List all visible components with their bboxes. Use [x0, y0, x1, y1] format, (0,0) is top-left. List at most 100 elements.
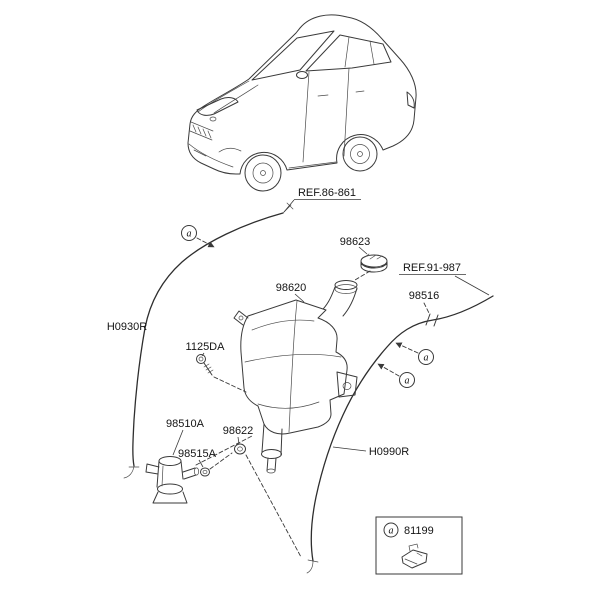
pump-detail — [161, 465, 164, 487]
leader-98620 — [294, 293, 305, 303]
brand-badge — [209, 116, 217, 122]
marker-circle-icon — [418, 349, 434, 365]
dash-cap-to-neck — [354, 270, 371, 281]
car-illustration — [187, 14, 417, 192]
pump-housing-bottom — [261, 449, 282, 459]
reservoir-cap-drawing — [360, 253, 388, 273]
marker-circle-icon — [399, 372, 415, 388]
legend-marker-letter: a — [389, 526, 394, 537]
washer-pump-drawing — [145, 456, 200, 504]
cap-rim — [360, 261, 388, 273]
leader-h0990r — [332, 446, 367, 452]
pump-base-ring — [157, 483, 183, 495]
marker-letter: a — [424, 353, 429, 364]
label-98622: 98622 — [223, 425, 254, 437]
far-wheel-hint — [218, 147, 242, 153]
bumper-crease — [188, 143, 234, 168]
pump-base — [152, 491, 188, 504]
windshield — [251, 30, 335, 81]
reservoir-tab — [233, 310, 249, 326]
label-98623: 98623 — [340, 236, 371, 248]
hood-crease — [213, 84, 259, 114]
legend-box: a 81199 — [375, 516, 463, 575]
pump-outlet-tip — [266, 468, 276, 474]
dash-axis-long — [245, 454, 302, 558]
callout-marker-a-1: a — [181, 225, 197, 241]
label-98516: 98516 — [409, 290, 440, 302]
label-1125da: 1125DA — [186, 341, 226, 353]
side-windows — [305, 34, 392, 72]
dash-98516-leader — [423, 302, 430, 314]
seal-inner — [202, 469, 208, 475]
dash-marker-a-left — [196, 237, 215, 248]
car-body-outline — [187, 14, 417, 175]
cap-top — [360, 254, 388, 268]
label-ref-91-987[interactable]: REF.91-987 — [403, 262, 461, 274]
leader-ref-91 — [454, 275, 490, 296]
bolt-threads — [203, 363, 214, 374]
leader-98622 — [237, 436, 240, 445]
headlight — [196, 97, 239, 116]
grommet-98622-drawing — [234, 443, 246, 455]
washer-hoses — [123, 202, 494, 574]
bolt-head-inner — [198, 356, 204, 362]
leader-98510a — [172, 429, 184, 456]
washer-reservoir-drawing — [233, 280, 358, 474]
front-wheel-hub — [252, 162, 274, 184]
leader-98515a — [198, 459, 204, 468]
marker-letter: a — [187, 229, 192, 240]
front-wheel-center — [260, 170, 266, 176]
pump-housing — [261, 423, 283, 456]
hose-h0930r-end-fitting — [123, 465, 140, 479]
clip-81199-icon — [401, 543, 428, 569]
clip-slot — [416, 552, 423, 557]
tail-lamp — [406, 91, 415, 109]
rear-wheel-hub — [350, 144, 370, 164]
rear-wheel — [342, 136, 378, 172]
label-98515a: 98515A — [178, 448, 217, 460]
door-seam-front — [302, 71, 310, 163]
tab-hole — [238, 315, 244, 321]
dash-pump-to-tank — [195, 435, 253, 466]
hood-line — [197, 80, 250, 113]
pump-outlet — [266, 457, 277, 472]
leader-98623 — [358, 246, 368, 255]
hose-h0930r-path — [132, 212, 284, 467]
reservoir-crease-top — [251, 319, 315, 331]
bolt-1125da-drawing — [196, 354, 214, 376]
clip-body — [401, 549, 428, 569]
clip-tab — [408, 543, 419, 552]
filler-neck-opening — [334, 280, 358, 290]
dash-seal-to-grommet — [209, 452, 233, 470]
grommet-inner — [237, 446, 243, 452]
dash-bolt-to-tank — [213, 376, 247, 393]
seal-outer — [200, 467, 210, 477]
grommet-outer — [234, 443, 246, 455]
hose-h0990r-end-fitting — [306, 559, 319, 574]
door-seam-rear — [343, 67, 350, 157]
rocker-line — [288, 161, 337, 169]
label-ref-86-861[interactable]: REF.86-861 — [298, 187, 356, 199]
hose-h0990r-path — [310, 295, 494, 562]
bolt-head — [196, 354, 206, 364]
reservoir-crease-low — [257, 401, 320, 409]
label-leader-lines — [172, 199, 490, 468]
cap-hatch — [364, 253, 383, 260]
pump-port-tip — [193, 467, 200, 476]
rear-wheel-center — [357, 151, 363, 157]
c-pillar — [369, 40, 375, 65]
part-labels: REF.86-861 98623 REF.91-987 98620 98516 … — [107, 187, 466, 460]
pump-side-port — [182, 467, 197, 480]
reservoir-bracket — [336, 371, 358, 398]
side-mirror — [296, 71, 308, 79]
grille-line-2 — [189, 130, 213, 141]
callout-marker-a-3: a — [399, 372, 415, 388]
callout-markers: a a a — [181, 225, 434, 388]
clip-inner-line — [404, 558, 418, 565]
legend-part-number: 81199 — [404, 525, 434, 537]
pump-connector — [145, 463, 160, 475]
assembly-dashed-lines — [195, 237, 430, 558]
leader-ref-86 — [283, 199, 295, 213]
